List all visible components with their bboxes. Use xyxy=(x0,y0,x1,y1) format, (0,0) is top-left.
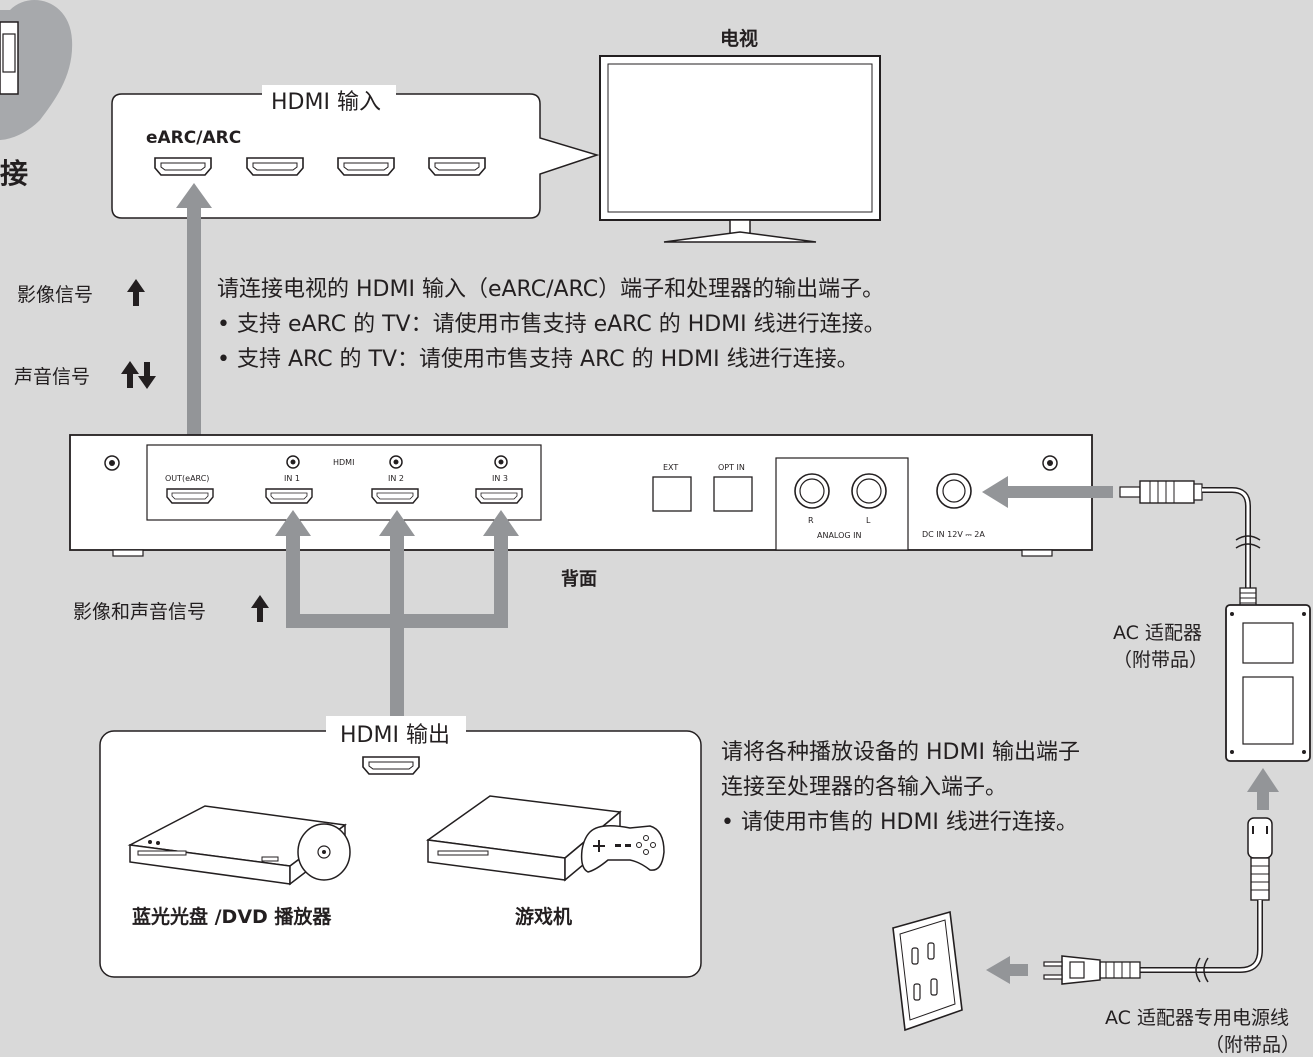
bluray-player-icon xyxy=(127,805,351,886)
wall-outlet-icon xyxy=(892,910,963,1032)
video-signal-label: 影像信号 xyxy=(17,284,94,306)
analog-l-label: L xyxy=(866,516,871,525)
source-instruction-line-3: • 请使用市售的 HDMI 线进行连接。 xyxy=(721,810,1078,835)
power-cord-subtitle: （附带品） xyxy=(1205,1034,1301,1056)
power-cord-title: AC 适配器专用电源线 xyxy=(1105,1007,1289,1029)
outlet-arrow xyxy=(986,956,1028,984)
video-audio-signal-up-arrow xyxy=(251,595,269,622)
audio-signal-updown-arrow xyxy=(121,361,156,389)
audio-signal-label: 声音信号 xyxy=(14,366,91,388)
source-hdmi-arrows xyxy=(275,510,519,718)
tv-instruction-line-3: • 支持 ARC 的 TV：请使用市售支持 ARC 的 HDMI 线进行连接。 xyxy=(217,347,859,372)
tv-label: 电视 xyxy=(720,28,759,50)
tv-hdmi-input-callout xyxy=(111,85,600,219)
video-signal-up-arrow xyxy=(127,279,145,306)
out-earc-label: OUT(eARC) xyxy=(165,474,210,483)
ac-power-cord xyxy=(1043,817,1273,985)
tv-instruction-line-1: 请连接电视的 HDMI 输入（eARC/ARC）端子和处理器的输出端子。 xyxy=(217,277,885,302)
bluray-label: 蓝光光盘 /DVD 播放器 xyxy=(132,906,332,928)
tv-instruction-line-2: • 支持 eARC 的 TV：请使用市售支持 eARC 的 HDMI 线进行连接… xyxy=(217,312,886,337)
earc-cable-arrow xyxy=(176,183,212,462)
step-badge xyxy=(0,0,73,140)
in2-label: IN 2 xyxy=(388,474,404,483)
earc-arc-label: eARC/ARC xyxy=(146,128,242,148)
adapter-arrow xyxy=(1247,768,1279,810)
ac-adapter-subtitle: （附带品） xyxy=(1113,649,1209,671)
ac-adapter-icon xyxy=(1225,604,1311,762)
dc-in-label: DC IN 12V ⎓ 2A xyxy=(922,530,985,539)
opt-in-label: OPT IN xyxy=(718,463,745,472)
ext-label: EXT xyxy=(663,463,679,472)
hdmi-group-label: HDMI xyxy=(333,458,355,467)
analog-in-label: ANALOG IN xyxy=(817,531,862,540)
step-title-fragment: 接 xyxy=(0,157,29,190)
game-console-icon xyxy=(426,795,665,882)
tv-icon xyxy=(599,55,881,243)
sources-box xyxy=(99,716,702,978)
analog-r-label: R xyxy=(808,516,814,525)
source-instruction-line-2: 连接至处理器的各输入端子。 xyxy=(721,775,1008,800)
in3-label: IN 3 xyxy=(492,474,508,483)
game-console-label: 游戏机 xyxy=(515,906,573,928)
video-audio-signal-label: 影像和声音信号 xyxy=(73,601,207,623)
hdmi-input-title: HDMI 输入 xyxy=(271,90,381,115)
source-instruction-line-1: 请将各种播放设备的 HDMI 输出端子 xyxy=(721,740,1080,765)
rear-panel-label: 背面 xyxy=(561,569,597,590)
processor-rear-panel xyxy=(69,434,1093,557)
dc-plug xyxy=(1119,480,1261,607)
hdmi-output-title: HDMI 输出 xyxy=(340,723,450,748)
dc-arrow xyxy=(982,476,1113,508)
in1-label: IN 1 xyxy=(284,474,300,483)
ac-adapter-title: AC 适配器 xyxy=(1113,622,1202,644)
